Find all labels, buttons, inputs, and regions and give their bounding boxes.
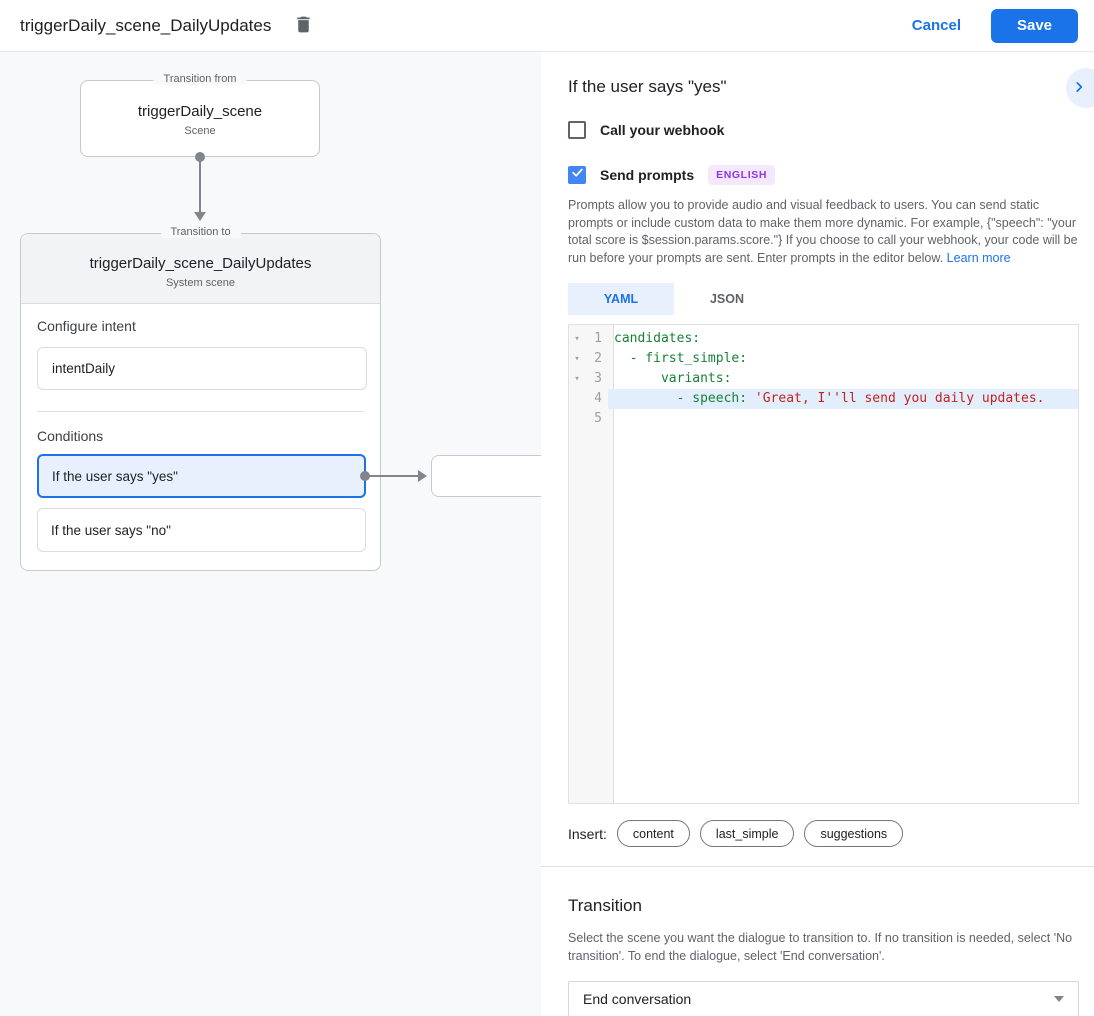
tab-json[interactable]: JSON (709, 292, 745, 306)
transition-from-node[interactable]: Transition from triggerDaily_scene Scene (80, 73, 320, 157)
transition-to-legend: Transition to (160, 226, 241, 238)
transition-heading: Transition (568, 896, 643, 915)
transition-to-node: Transition to triggerDaily_scene_DailyUp… (20, 226, 381, 571)
code-content: candidates: (614, 331, 701, 346)
transition-from-legend: Transition from (153, 73, 247, 85)
call-webhook-checkbox[interactable] (568, 121, 586, 139)
code-line-3[interactable]: ▾ 3 variants: (569, 369, 1078, 389)
connector-line-vertical (199, 157, 201, 212)
code-content: - speech: 'Great, I''ll send you daily u… (608, 389, 1078, 409)
insert-chip-content[interactable]: content (616, 820, 690, 847)
caret-down-icon (1054, 996, 1064, 1002)
conditions-section: Conditions If the user says "yes"If the … (21, 412, 380, 552)
panel-divider (541, 866, 1094, 867)
transition-description: Select the scene you want the dialogue t… (568, 931, 1073, 963)
tab-yaml[interactable]: YAML (568, 283, 674, 315)
condition-target-node[interactable] (431, 455, 541, 497)
condition-item-1[interactable]: If the user says "no" (37, 508, 366, 552)
to-scene-name: triggerDaily_scene_DailyUpdates (89, 255, 312, 272)
webhook-row: Call your webhook (568, 121, 1078, 139)
transition-select[interactable]: End conversation (568, 981, 1079, 1016)
send-prompts-row: Send prompts ENGLISH (568, 165, 1078, 185)
code-line-4[interactable]: 4 - speech: 'Great, I''ll send you daily… (569, 389, 1078, 409)
top-bar: triggerDaily_scene_DailyUpdates Cancel S… (0, 0, 1094, 52)
to-scene-header: triggerDaily_scene_DailyUpdates System s… (21, 234, 380, 304)
condition-item-0[interactable]: If the user says "yes" (37, 454, 366, 498)
line-number: 5 (594, 411, 602, 426)
yaml-code-editor[interactable]: ▾ 1 candidates: ▾ 2 - first_simple: ▾ 3 varian… (568, 324, 1079, 804)
insert-chip-suggestions[interactable]: suggestions (804, 820, 904, 847)
editor-format-tabs: YAML JSON (568, 283, 1078, 315)
save-button[interactable]: Save (991, 8, 1078, 43)
code-line-2[interactable]: ▾ 2 - first_simple: (569, 349, 1078, 369)
prompts-description: Prompts allow you to provide audio and v… (568, 197, 1078, 267)
intent-field[interactable]: intentDaily (37, 347, 367, 390)
language-badge: ENGLISH (708, 165, 775, 185)
cancel-button[interactable]: Cancel (911, 17, 961, 34)
insert-row: Insert: content last_simple suggestions (568, 820, 1078, 847)
call-webhook-label: Call your webhook (600, 122, 725, 138)
arrow-right-icon (418, 470, 427, 482)
condition-heading: If the user says "yes" (568, 77, 727, 96)
delete-scene-button[interactable] (289, 12, 317, 40)
send-prompts-label: Send prompts (600, 167, 695, 183)
chevron-right-icon (1072, 80, 1086, 97)
arrow-down-icon (194, 212, 206, 221)
transition-select-value: End conversation (583, 991, 692, 1007)
from-scene-name: triggerDaily_scene (137, 103, 263, 120)
section-divider (37, 411, 364, 412)
conditions-label: Conditions (37, 428, 104, 444)
code-content (608, 409, 1078, 429)
checkmark-icon (571, 166, 584, 184)
delete-icon (293, 14, 314, 38)
from-scene-type: Scene (184, 125, 216, 137)
prompts-description-text: Prompts allow you to provide audio and v… (568, 198, 1078, 265)
fold-triangle-down-icon[interactable]: ▾ (574, 374, 580, 384)
line-number: 2 (594, 351, 602, 366)
insert-chips: content last_simple suggestions (607, 820, 904, 847)
fold-triangle-down-icon[interactable]: ▾ (574, 334, 580, 344)
fold-cell-empty (569, 409, 585, 429)
insert-label: Insert: (568, 825, 607, 842)
learn-more-link[interactable]: Learn more (946, 250, 1011, 265)
code-content: - first_simple: (629, 351, 748, 366)
insert-chip-last_simple[interactable]: last_simple (699, 820, 795, 847)
page-title: triggerDaily_scene_DailyUpdates (20, 15, 272, 35)
code-content: variants: (660, 371, 732, 386)
fold-cell-empty (569, 389, 585, 409)
configure-intent-label: Configure intent (37, 318, 136, 334)
code-line-5[interactable]: 5 (569, 409, 1078, 429)
line-number: 1 (594, 331, 602, 346)
conditions-list: If the user says "yes" If the user says "… (37, 454, 366, 552)
scene-diagram-panel: Transition from triggerDaily_scene Scene… (0, 52, 541, 1016)
fold-triangle-down-icon[interactable]: ▾ (574, 354, 580, 364)
code-line-1[interactable]: ▾ 1 candidates: (569, 329, 1078, 349)
line-number: 3 (594, 371, 602, 386)
configure-intent-section: Configure intent intentDaily (21, 304, 380, 412)
send-prompts-checkbox[interactable] (568, 166, 586, 184)
line-number: 4 (594, 391, 602, 406)
to-scene-type: System scene (165, 277, 236, 289)
connector-line-horizontal (365, 475, 418, 477)
condition-editor-panel: If the user says "yes" Call your webhook… (541, 52, 1094, 1016)
collapse-panel-button[interactable] (1066, 68, 1094, 108)
